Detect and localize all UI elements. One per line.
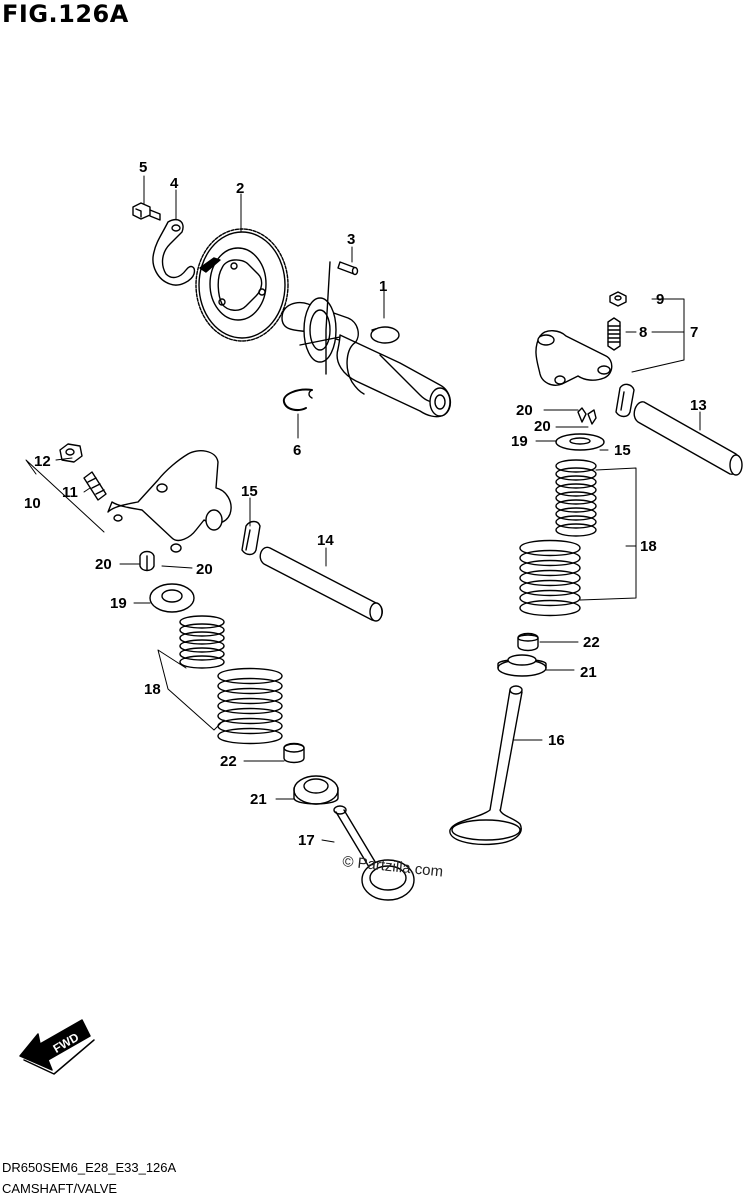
callout-20-left-a[interactable]: 20 — [95, 556, 112, 573]
adjuster-screw-part-8[interactable] — [607, 317, 621, 351]
callout-12[interactable]: 12 — [34, 453, 51, 470]
spring-seat-part-21-right[interactable] — [497, 654, 547, 677]
callout-9[interactable]: 9 — [656, 291, 664, 308]
callout-3[interactable]: 3 — [347, 231, 355, 248]
callout-21-left[interactable]: 21 — [250, 791, 267, 808]
callout-20-right-b[interactable]: 20 — [534, 418, 551, 435]
cotter-part-20-left[interactable] — [139, 550, 155, 572]
callout-11[interactable]: 11 — [62, 484, 78, 501]
callout-21-right[interactable]: 21 — [580, 664, 597, 681]
callout-20-left-b[interactable]: 20 — [196, 561, 213, 578]
diagram-code: DR650SEM6_E28_E33_126A — [2, 1160, 177, 1175]
callout-labels: 5 4 2 3 1 6 9 8 7 13 20 20 19 15 12 11 1… — [24, 159, 707, 849]
callout-19-right[interactable]: 19 — [511, 433, 528, 450]
outer-spring-part-18-left[interactable] — [217, 667, 283, 745]
callout-10[interactable]: 10 — [24, 495, 41, 512]
valve-part-16[interactable] — [449, 685, 523, 846]
callout-20-right-a[interactable]: 20 — [516, 402, 533, 419]
retainer-part-19-left[interactable] — [149, 583, 195, 613]
bolt-part-5[interactable] — [132, 202, 161, 221]
callout-5[interactable]: 5 — [139, 159, 147, 176]
nut-part-9[interactable] — [609, 291, 627, 307]
fwd-arrow-icon: FWD — [19, 1019, 95, 1075]
pin-part-3[interactable] — [337, 261, 359, 276]
spacer-part-15-right[interactable] — [615, 383, 635, 418]
adjuster-screw-part-11[interactable] — [83, 471, 107, 501]
bracket-part-4[interactable] — [152, 218, 196, 286]
clip-part-6[interactable] — [282, 388, 313, 411]
cotter-part-20-right[interactable] — [577, 407, 597, 425]
callout-14[interactable]: 14 — [317, 532, 334, 549]
diagram-name: CAMSHAFT/VALVE — [2, 1181, 118, 1196]
stem-seal-part-22-right[interactable] — [517, 632, 539, 652]
figure-title: FIG.126A — [2, 0, 129, 28]
callout-6[interactable]: 6 — [293, 442, 301, 459]
callout-1[interactable]: 1 — [379, 278, 387, 295]
camshaft-part-1[interactable] — [281, 261, 451, 418]
callout-22-left[interactable]: 22 — [220, 753, 237, 770]
sprocket-part-2[interactable] — [195, 228, 289, 342]
callout-18-right[interactable]: 18 — [640, 538, 657, 555]
spacer-part-15-left[interactable] — [241, 520, 261, 556]
nut-part-12[interactable] — [59, 443, 83, 463]
outer-spring-part-18-right[interactable] — [519, 539, 581, 617]
callout-18-left[interactable]: 18 — [144, 681, 161, 698]
callout-13[interactable]: 13 — [690, 397, 707, 414]
callout-2[interactable]: 2 — [236, 180, 244, 197]
callout-7[interactable]: 7 — [690, 324, 698, 341]
inner-spring-part-18-left[interactable] — [179, 615, 225, 669]
callout-15-right[interactable]: 15 — [614, 442, 631, 459]
leader-lines — [25, 175, 701, 843]
rocker-shaft-part-13[interactable] — [633, 401, 743, 476]
callout-17[interactable]: 17 — [298, 832, 315, 849]
callout-15-left[interactable]: 15 — [241, 483, 258, 500]
valve-part-17[interactable] — [333, 805, 415, 901]
rocker-arm-part-10[interactable] — [107, 450, 232, 553]
retainer-part-19-right[interactable] — [555, 433, 605, 451]
callout-16[interactable]: 16 — [548, 732, 565, 749]
callout-4[interactable]: 4 — [170, 175, 179, 192]
rocker-shaft-part-14[interactable] — [259, 546, 383, 622]
callout-8[interactable]: 8 — [639, 324, 647, 341]
callout-22-right[interactable]: 22 — [583, 634, 600, 651]
callout-19-left[interactable]: 19 — [110, 595, 127, 612]
inner-spring-part-18-right[interactable] — [555, 459, 597, 537]
rocker-arm-part-7[interactable] — [535, 330, 613, 386]
stem-seal-part-22-left[interactable] — [283, 742, 305, 764]
spring-seat-part-21-left[interactable] — [293, 775, 339, 805]
